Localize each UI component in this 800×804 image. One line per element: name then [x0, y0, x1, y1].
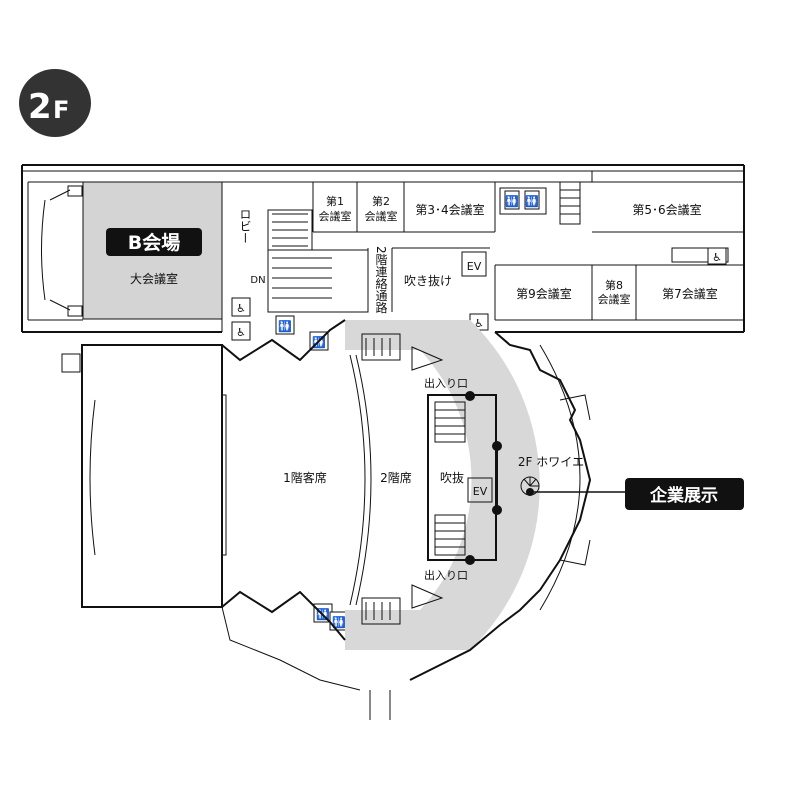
wheelchair-icon: ♿: [712, 251, 722, 264]
seat-1f-label: 1階客席: [283, 470, 327, 485]
room34-label: 第3･4会議室: [415, 202, 484, 217]
ev-mid-label: EV: [473, 485, 488, 498]
dn-label: DN: [250, 275, 265, 286]
room8-line1: 第8: [605, 278, 623, 292]
room2-line1: 第2: [372, 194, 390, 208]
fukinuke-label: 吹抜: [440, 471, 464, 485]
floor-badge-number: 2: [28, 87, 52, 127]
wheelchair-icon: ♿: [236, 302, 246, 315]
ev-top-label: EV: [467, 260, 482, 273]
corridor-label: 2階連絡通路: [374, 246, 388, 314]
mid-walls: EV 吹き抜け 第9会議室 第8 会議室 第7会議室 ♿: [391, 247, 744, 321]
room7-label: 第7会議室: [662, 286, 718, 301]
restroom-icon: 🚻: [505, 195, 519, 208]
company-exhibit-callout: 企業展示: [649, 485, 718, 506]
room9-label: 第9会議室: [516, 286, 572, 301]
foyer-structure: EV 吹抜 出入り口 出入り口: [361, 333, 502, 625]
lobby-label: ロビー: [238, 208, 252, 244]
seat-2f-label: 2階席: [380, 470, 412, 485]
lobby-area: ロビー DN: [221, 181, 592, 332]
restroom-icon: 🚻: [525, 195, 539, 208]
wheelchair-icon: ♿: [236, 326, 246, 339]
building-outline-top: [21, 164, 745, 333]
foyer-outer-walls: [369, 331, 592, 720]
hall-b-room-label: 大会議室: [130, 271, 178, 286]
meeting-rooms-top: 第1 会議室 第2 会議室 第3･4会議室 🚻 🚻 第5･6会議室: [312, 181, 744, 233]
foyer-label: 2F ホワイエ: [518, 455, 584, 469]
floor-badge-letter: F: [53, 96, 69, 124]
main-hall: 1階客席 2階席: [61, 319, 412, 691]
foyer-area: [345, 320, 540, 650]
restroom-icon: 🚻: [278, 320, 292, 333]
fukinuke-top-label: 吹き抜け: [404, 274, 452, 288]
restroom-icon: 🚻: [332, 616, 346, 629]
room8-line2: 会議室: [598, 292, 631, 306]
floor-badge: 2 F: [19, 69, 91, 137]
room1-line1: 第1: [326, 194, 344, 208]
hall-b-badge: B会場: [128, 231, 180, 254]
exit-bottom-label: 出入り口: [424, 568, 468, 582]
room1-line2: 会議室: [319, 209, 352, 223]
room2-line2: 会議室: [365, 209, 398, 223]
wheelchair-icon: ♿: [474, 317, 484, 330]
hall-b-area: B会場 大会議室: [27, 181, 223, 321]
exit-top-label: 出入り口: [424, 376, 468, 390]
room56-label: 第5･6会議室: [632, 202, 701, 217]
